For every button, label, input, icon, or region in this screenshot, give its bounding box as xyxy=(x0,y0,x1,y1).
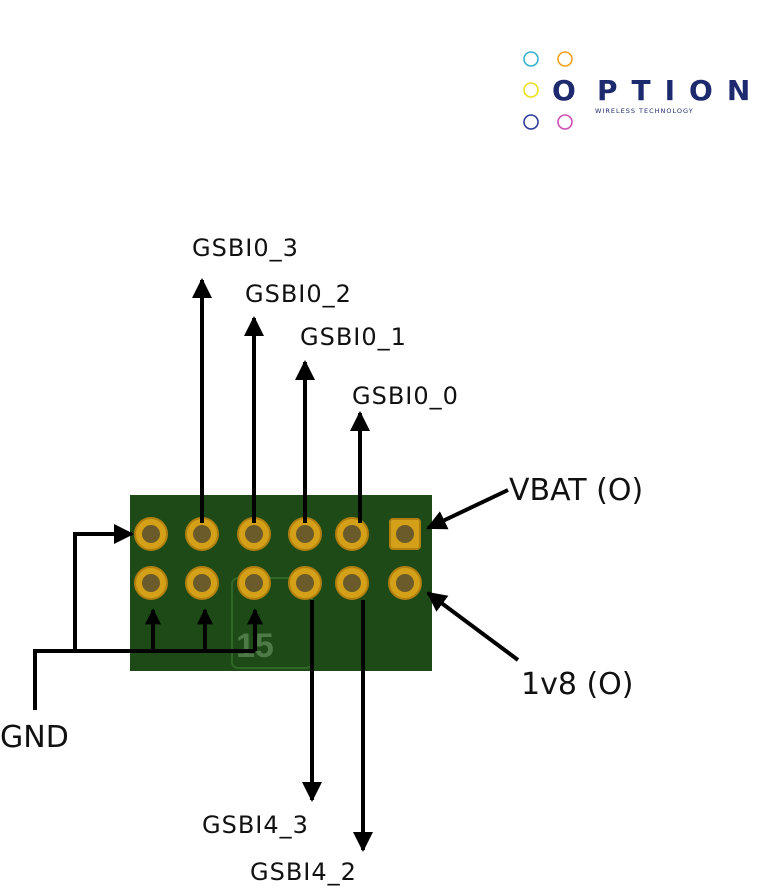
logo-letter-o: O xyxy=(552,74,590,107)
pin-hole xyxy=(245,525,263,543)
pin-hole xyxy=(142,574,160,592)
label-gsbi0-1: GSBI0_1 xyxy=(300,323,407,351)
logo-dot xyxy=(558,52,572,66)
label-gsbi0-3: GSBI0_3 xyxy=(192,234,299,262)
label-gsbi4-3: GSBI4_3 xyxy=(202,811,309,839)
pin-hole xyxy=(193,574,211,592)
label-gsbi4-2: GSBI4_2 xyxy=(250,858,357,886)
pin-hole xyxy=(296,525,314,543)
pin-hole xyxy=(396,574,414,592)
label-vbat: VBAT (O) xyxy=(509,473,643,508)
pin-hole xyxy=(142,525,160,543)
pin-hole xyxy=(396,525,414,543)
logo-wordmark: PTION xyxy=(597,74,764,107)
pin-hole xyxy=(296,574,314,592)
arrow-vbat xyxy=(428,490,508,528)
pin-hole xyxy=(245,574,263,592)
logo-tagline: WIRELESS TECHNOLOGY xyxy=(595,107,694,115)
gnd-to-top-pin xyxy=(75,534,132,651)
pcb-body xyxy=(130,495,432,671)
logo-dot xyxy=(558,115,572,129)
label-gnd: GND xyxy=(0,720,69,755)
pin-hole xyxy=(193,525,211,543)
logo-dot xyxy=(524,83,538,97)
pcb-board: 15 xyxy=(130,495,432,671)
pin-hole xyxy=(343,574,361,592)
logo-dot xyxy=(524,52,538,66)
option-logo: O PTION WIRELESS TECHNOLOGY xyxy=(524,52,764,129)
logo-dot xyxy=(524,115,538,129)
pin-hole xyxy=(343,525,361,543)
label-gsbi0-0: GSBI0_0 xyxy=(352,382,459,410)
label-1v8: 1v8 (O) xyxy=(521,667,634,702)
arrow-1v8 xyxy=(428,593,518,660)
label-gsbi0-2: GSBI0_2 xyxy=(245,280,352,308)
